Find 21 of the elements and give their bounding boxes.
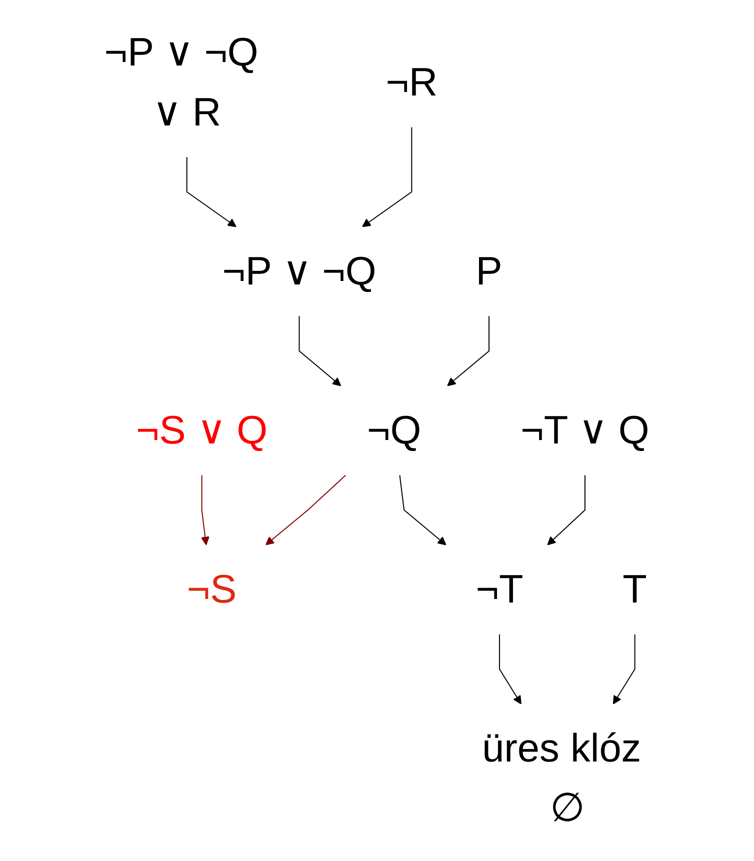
arrow — [200, 474, 210, 546]
node-text: ¬P ∨ ¬Q — [222, 250, 376, 294]
node-text: P — [476, 250, 502, 294]
node-text: ¬T — [476, 568, 524, 612]
arrow — [362, 126, 412, 228]
arrow — [612, 634, 636, 704]
node-text: ¬S ∨ Q — [136, 408, 268, 452]
node-text: ¬R — [386, 60, 438, 104]
arrow — [447, 316, 490, 386]
arrow — [186, 156, 236, 228]
node-text: ¬P ∨ ¬Q ∨ R — [104, 30, 258, 134]
node-text: ¬T ∨ Q — [520, 408, 650, 452]
arrow — [499, 634, 522, 704]
node-text: üres klóz ∅ — [482, 726, 642, 830]
node-text: ¬Q — [367, 408, 422, 452]
node-text: T — [622, 568, 647, 612]
arrow — [547, 474, 586, 546]
arrow — [265, 474, 346, 546]
arrow — [399, 474, 446, 546]
arrow — [298, 316, 342, 386]
node-text: ¬S — [186, 568, 237, 612]
